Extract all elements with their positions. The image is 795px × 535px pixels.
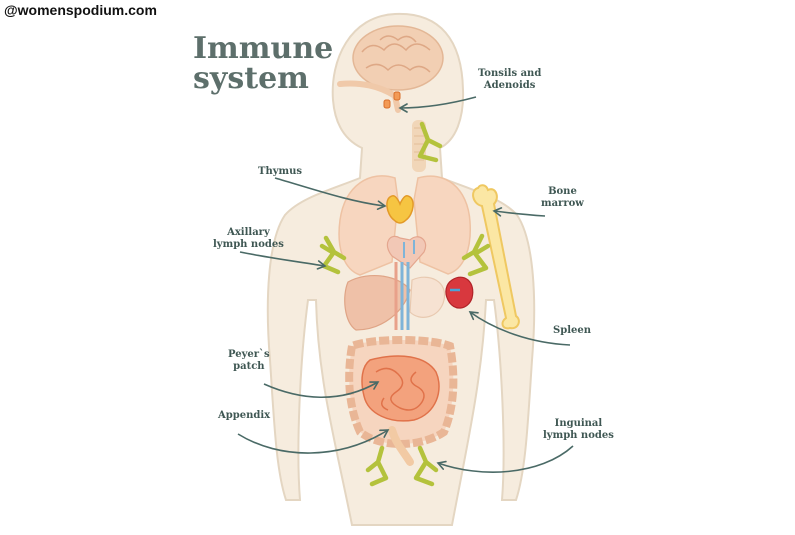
label-peyers-line1: Peyer`s [228,349,270,361]
label-axillary-line1: Axillary [213,227,284,239]
label-thymus: Thymus [258,166,302,178]
label-appendix: Appendix [218,410,270,422]
label-inguinal: Inguinal lymph nodes [543,418,614,442]
label-spleen: Spleen [553,325,591,337]
diagram-title: Immune system [193,34,333,94]
label-thymus-line1: Thymus [258,166,302,178]
label-axillary-line2: lymph nodes [213,239,284,251]
label-peyers-patch: Peyer`s patch [228,349,270,373]
label-appendix-line1: Appendix [218,410,270,422]
label-peyers-line2: patch [228,361,270,373]
spleen-icon [446,277,473,308]
small-intestine [362,356,439,421]
label-spleen-line1: Spleen [553,325,591,337]
brain [353,26,443,90]
label-bone-marrow-line2: marrow [541,198,584,210]
label-tonsils: Tonsils and Adenoids [478,68,541,92]
label-bone-marrow-line1: Bone [541,186,584,198]
title-line-2: system [193,64,333,94]
title-line-1: Immune [193,34,333,64]
label-axillary: Axillary lymph nodes [213,227,284,251]
watermark: @womenspodium.com [4,2,157,18]
label-inguinal-line1: Inguinal [543,418,614,430]
label-inguinal-line2: lymph nodes [543,430,614,442]
label-tonsils-line1: Tonsils and [478,68,541,80]
label-tonsils-line2: Adenoids [478,80,541,92]
label-bone-marrow: Bone marrow [541,186,584,210]
